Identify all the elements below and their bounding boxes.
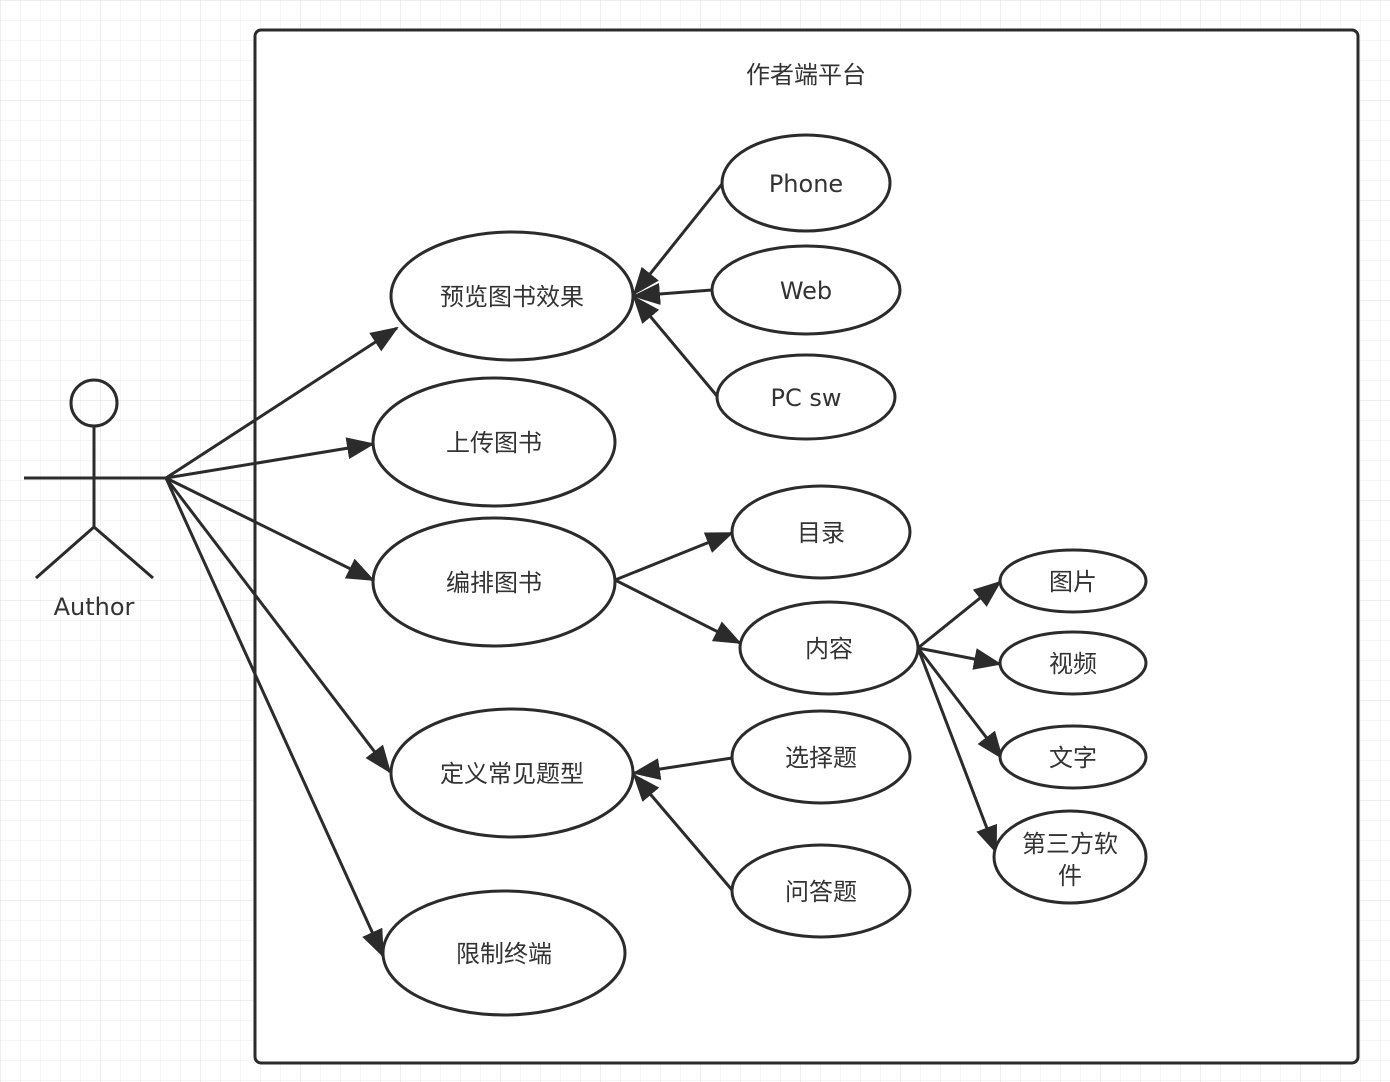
arrow-content-thirdparty bbox=[916, 647, 998, 854]
label-phone: Phone bbox=[769, 170, 843, 198]
use-case-choice bbox=[730, 709, 912, 805]
label-content: 内容 bbox=[805, 635, 853, 663]
use-case-toc bbox=[730, 484, 912, 580]
arrow-actor-define bbox=[164, 477, 392, 774]
actor-leg-left bbox=[35, 525, 95, 580]
arrow-content-video bbox=[917, 646, 1002, 670]
label-qa: 问答题 bbox=[785, 878, 857, 906]
label-image: 图片 bbox=[1049, 568, 1097, 596]
use-case-edit bbox=[371, 516, 617, 648]
use-case-video bbox=[998, 630, 1148, 696]
actor-associations bbox=[164, 326, 399, 958]
use-case-labels: 预览图书效果 上传图书 编排图书 定义常见题型 限制终端 Phone Web P… bbox=[440, 170, 1118, 968]
label-upload: 上传图书 bbox=[446, 429, 542, 457]
arrow-edit-toc bbox=[614, 531, 734, 582]
label-limit: 限制终端 bbox=[456, 940, 552, 968]
arrow-actor-preview bbox=[165, 326, 399, 480]
label-thirdparty-line2: 件 bbox=[1058, 862, 1082, 890]
use-case-limit bbox=[381, 889, 627, 1017]
arrow-edit-content bbox=[614, 578, 742, 645]
arrow-pcsw-preview bbox=[632, 295, 719, 397]
use-case-relations bbox=[614, 183, 1004, 891]
use-case-thirdparty bbox=[992, 809, 1148, 905]
use-case-image bbox=[998, 548, 1148, 614]
arrow-content-text bbox=[916, 647, 1004, 760]
actor-label: Author bbox=[54, 593, 135, 621]
arrow-actor-limit bbox=[164, 477, 385, 958]
actor-leg-right bbox=[93, 525, 154, 580]
use-case-phone bbox=[720, 133, 892, 233]
label-text: 文字 bbox=[1049, 744, 1097, 772]
system-title: 作者端平台 bbox=[746, 61, 866, 89]
arrow-choice-define bbox=[632, 756, 733, 780]
arrow-qa-define bbox=[632, 773, 734, 891]
label-edit: 编排图书 bbox=[446, 569, 542, 597]
label-preview: 预览图书效果 bbox=[440, 283, 584, 311]
label-video: 视频 bbox=[1049, 650, 1097, 678]
label-toc: 目录 bbox=[797, 519, 845, 547]
use-case-web bbox=[710, 244, 902, 336]
arrow-actor-upload bbox=[165, 437, 375, 480]
use-case-pcsw bbox=[715, 353, 897, 441]
label-choice: 选择题 bbox=[785, 744, 857, 772]
use-cases bbox=[371, 133, 1148, 1017]
label-thirdparty-line1: 第三方软 bbox=[1022, 830, 1118, 858]
use-case-content bbox=[738, 600, 920, 696]
arrow-actor-edit bbox=[165, 476, 375, 582]
use-case-text bbox=[998, 724, 1148, 790]
arrow-phone-preview bbox=[632, 183, 724, 296]
arrow-content-image bbox=[917, 580, 1002, 650]
label-pcsw: PC sw bbox=[771, 384, 842, 412]
use-case-upload bbox=[371, 376, 617, 508]
label-web: Web bbox=[780, 277, 832, 305]
arrow-web-preview bbox=[632, 283, 713, 305]
use-case-qa bbox=[730, 843, 912, 939]
use-case-define bbox=[389, 707, 635, 839]
use-case-preview bbox=[389, 230, 635, 362]
actor-author bbox=[24, 378, 166, 580]
label-define: 定义常见题型 bbox=[440, 760, 584, 788]
